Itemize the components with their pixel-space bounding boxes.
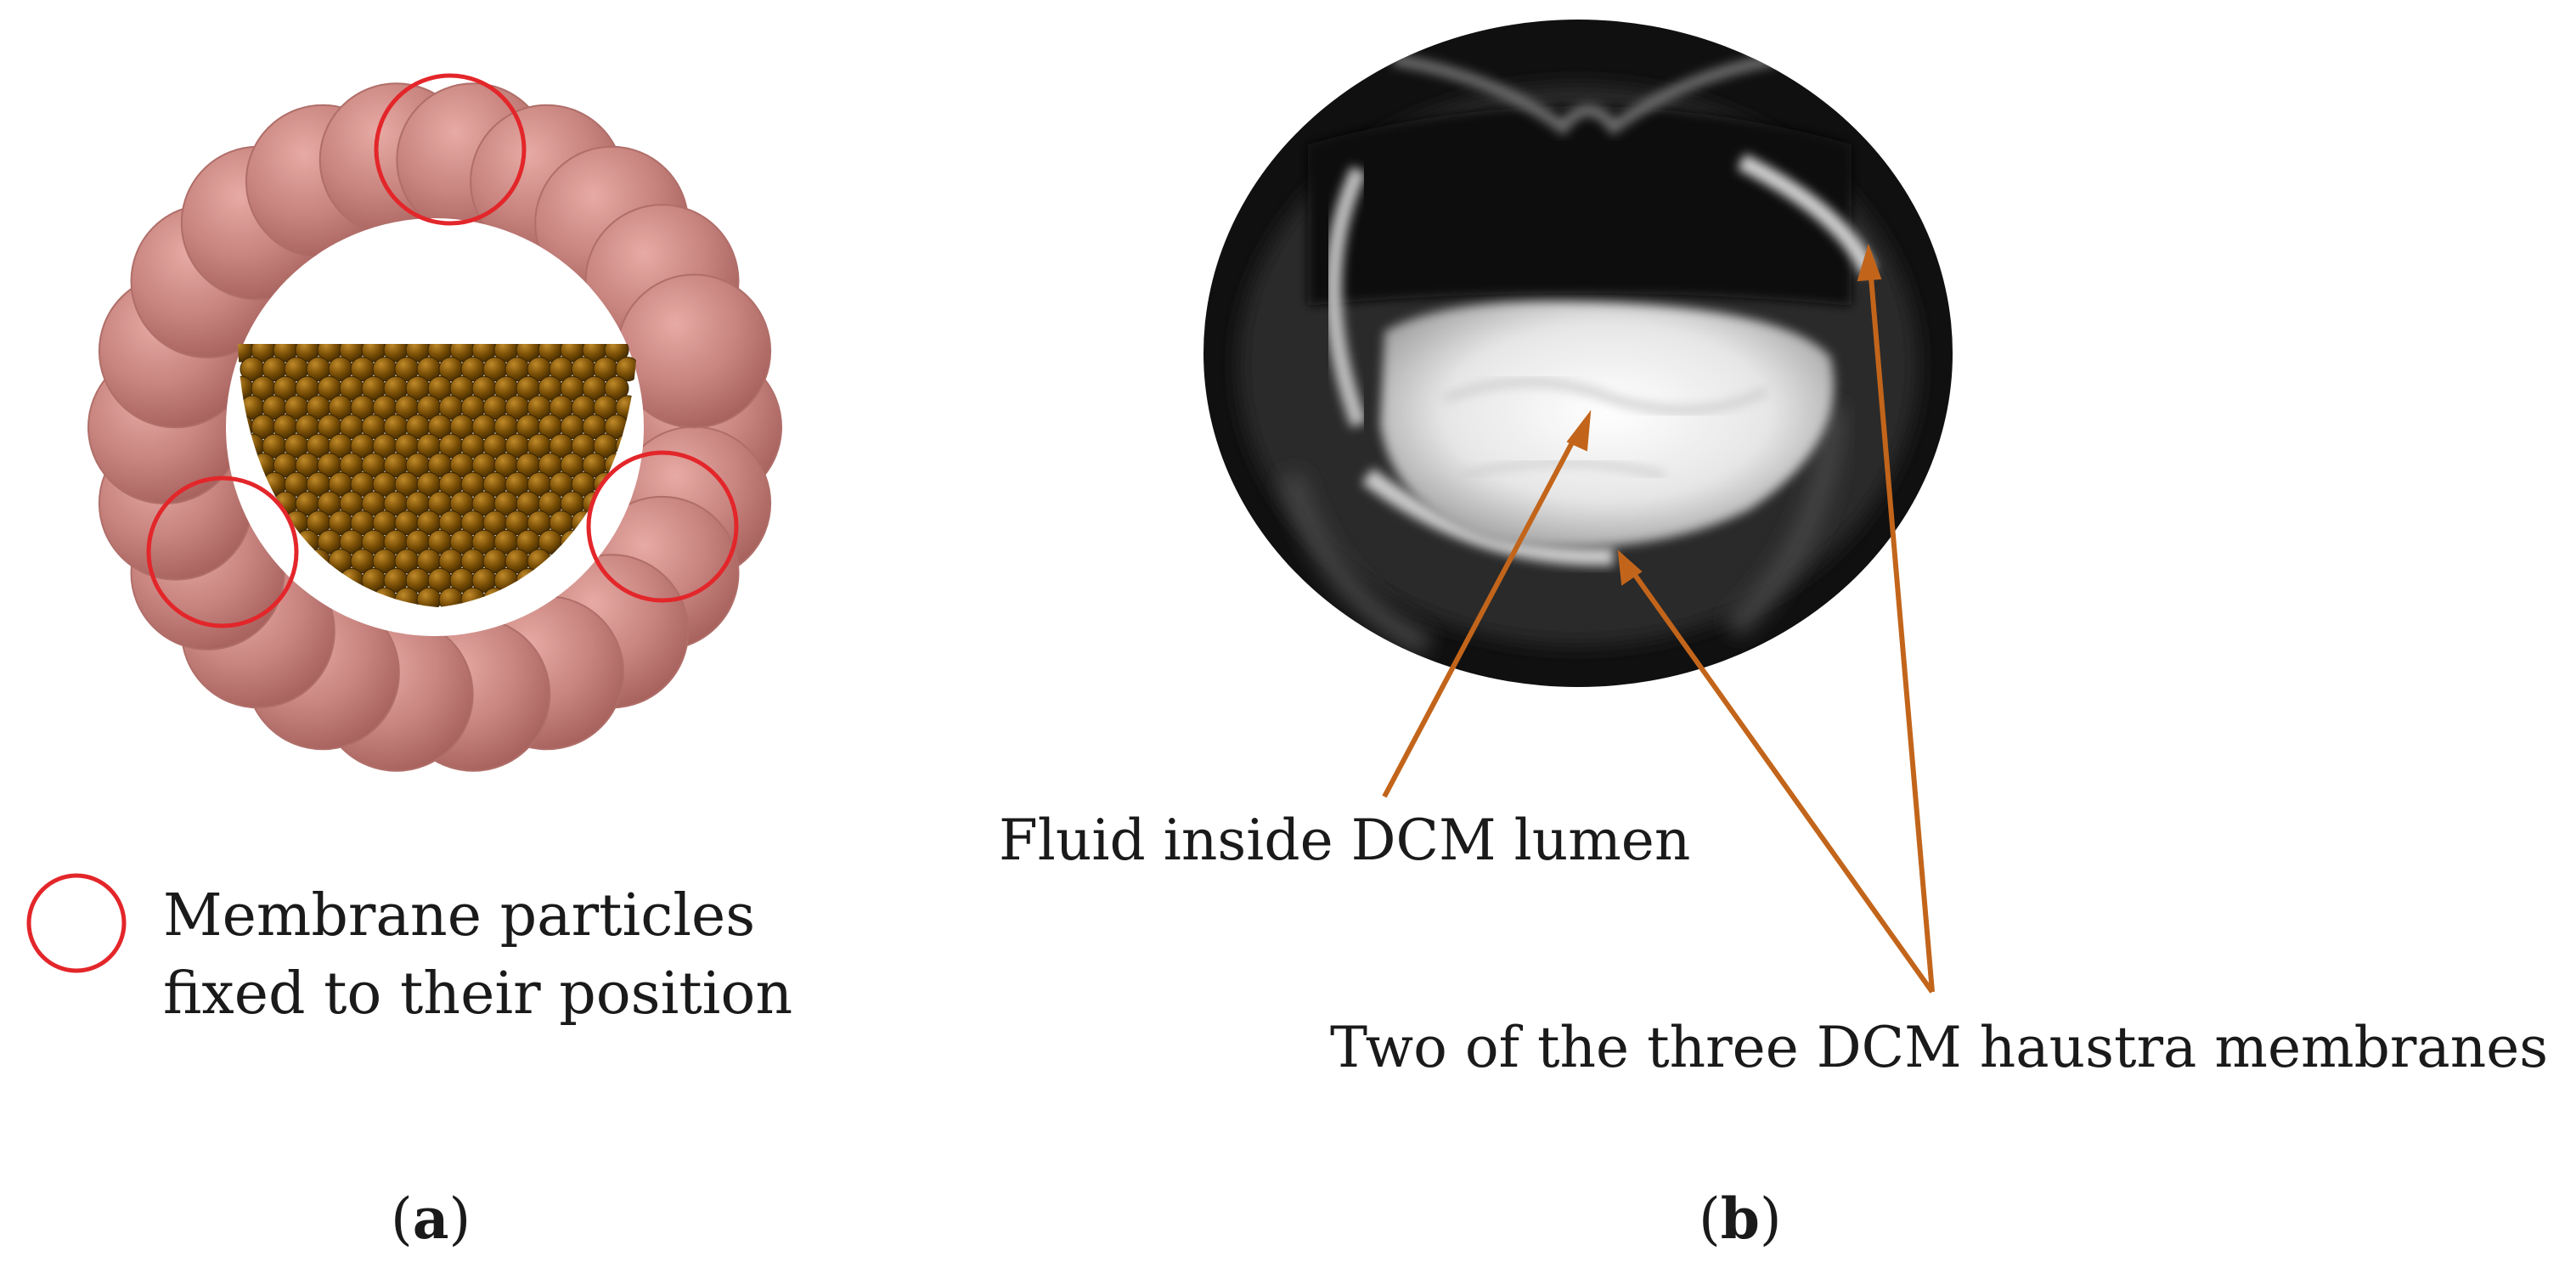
panel-label-b: (b)	[1699, 1186, 1782, 1252]
panel-label-a-open: (	[391, 1186, 413, 1252]
panel-b-mri	[1203, 20, 1953, 994]
arrow-fluid-head	[1566, 409, 1592, 452]
panel-label-a: (a)	[391, 1186, 471, 1252]
arrow-membrane-right	[1868, 267, 1935, 993]
annotation-fluid-label: Fluid inside DCM lumen	[999, 808, 1691, 873]
panel-label-b-letter: b	[1720, 1186, 1760, 1252]
fixed-particle-markers	[146, 73, 739, 628]
fixed-marker-left	[146, 476, 299, 628]
arrow-membrane-bottom-head	[1617, 549, 1643, 586]
red-circle-icon	[26, 873, 127, 973]
annotation-arrows	[1382, 243, 1935, 994]
fluid-particle	[604, 344, 629, 363]
annotation-membranes-label: Two of the three DCM haustra membranes	[1330, 1015, 2549, 1080]
fixed-marker-top	[374, 73, 527, 226]
legend-line-2: fixed to their position	[163, 960, 793, 1028]
fluid-particle	[615, 357, 637, 382]
fixed-marker-right	[586, 450, 739, 603]
panel-a-simulation	[26, 73, 782, 973]
arrow-membrane-bottom	[1628, 567, 1935, 994]
panel-label-b-close: )	[1759, 1186, 1782, 1252]
arrow-fluid	[1382, 430, 1581, 798]
mri-fluid-lumen	[1380, 301, 1835, 548]
fluid-particle	[604, 375, 629, 401]
legend-line-1: Membrane particles	[163, 882, 756, 949]
panel-label-b-open: (	[1699, 1186, 1721, 1252]
panel-label-a-letter: a	[412, 1186, 449, 1252]
arrow-membrane-right-head	[1857, 243, 1882, 282]
panel-label-a-close: )	[448, 1186, 471, 1252]
